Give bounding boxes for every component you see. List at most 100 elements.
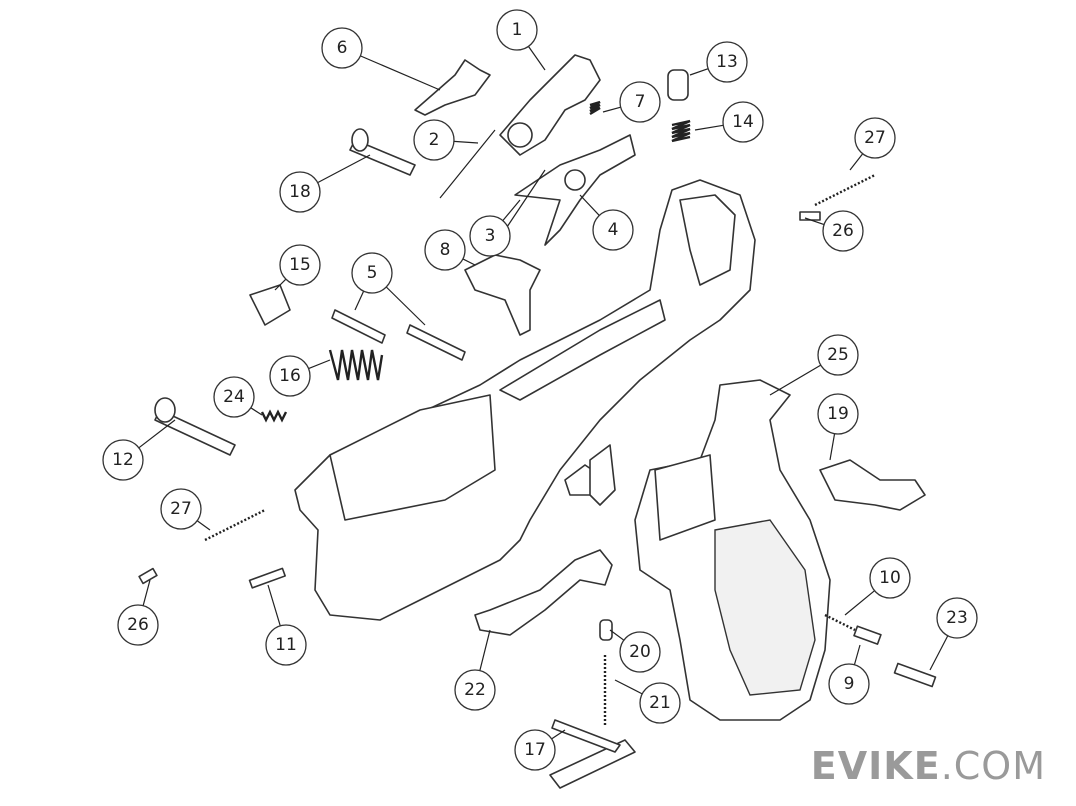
callout-number: 27 [864, 128, 886, 148]
callout-7: 7 [602, 81, 661, 123]
leader-line [804, 217, 825, 226]
trigger-pin-b [406, 324, 466, 361]
leader-line [479, 629, 491, 671]
callout-number: 26 [832, 221, 854, 241]
callout-number: 2 [429, 130, 440, 150]
leader-line [308, 359, 331, 370]
detent-26-top [799, 211, 821, 221]
leader-line [609, 629, 625, 641]
callout-27: 27 [160, 488, 211, 531]
callout-number: 13 [716, 52, 738, 72]
leader-line [453, 140, 479, 144]
grip-top-opening [654, 454, 716, 541]
callout-number: 22 [464, 680, 486, 700]
callout-bubble [454, 669, 496, 711]
callout-number: 25 [827, 345, 849, 365]
leader-line [360, 55, 441, 91]
callout-bubble [828, 663, 870, 705]
callout-number: 9 [844, 674, 855, 694]
callout-number: 26 [127, 615, 149, 635]
callout-15: 15 [274, 244, 321, 291]
leader-line [462, 258, 476, 266]
spring-7 [589, 100, 601, 116]
callout-number: 10 [879, 568, 901, 588]
callout-27: 27 [849, 117, 896, 171]
callout-1: 1 [496, 9, 546, 71]
callout-bubble [496, 9, 538, 51]
buffer-tower [679, 194, 736, 286]
callout-number: 6 [337, 38, 348, 58]
plunger-9 [853, 625, 882, 645]
callout-number: 12 [112, 450, 134, 470]
callout-26: 26 [804, 210, 864, 252]
callout-bubble [854, 117, 896, 159]
callout-bubble [619, 81, 661, 123]
callout-number: 5 [367, 263, 378, 283]
callout-bubble [424, 229, 466, 271]
mag-catch-17-pin [551, 719, 621, 753]
callout-20: 20 [609, 629, 661, 673]
callout-9: 9 [828, 644, 870, 705]
leader-line [385, 286, 426, 326]
callout-number: 8 [440, 240, 451, 260]
leader-line [689, 68, 709, 76]
detent-13 [667, 69, 689, 101]
callout-bubble [321, 27, 363, 69]
callout-bubble [117, 604, 159, 646]
callout-bubble [102, 439, 144, 481]
pin-head [154, 397, 176, 423]
leader-line [502, 199, 521, 222]
callout-number: 14 [732, 112, 754, 132]
leader-line [274, 278, 287, 291]
callout-bubble [279, 171, 321, 213]
callout-bubble [279, 244, 321, 286]
callout-17: 17 [514, 729, 566, 771]
leader-line [551, 729, 566, 740]
leader-line [267, 584, 281, 627]
leader-line [317, 154, 371, 184]
callout-bubble [817, 393, 859, 435]
callout-18: 18 [279, 154, 371, 213]
parts-drawing [138, 54, 937, 789]
disconnector [414, 59, 491, 116]
callout-bubble [639, 682, 681, 724]
callout-bubble [413, 119, 455, 161]
callout-number: 24 [223, 387, 245, 407]
callout-number: 17 [524, 740, 546, 760]
callout-number: 3 [485, 226, 496, 246]
leader-line [849, 153, 864, 171]
callout-number: 21 [649, 693, 671, 713]
callout-10: 10 [844, 557, 911, 616]
leader-line [844, 590, 875, 616]
callout-23: 23 [929, 597, 978, 671]
callout-5: 5 [351, 252, 426, 326]
lower-receiver [294, 179, 756, 621]
leader-line [829, 433, 836, 461]
callout-6: 6 [321, 27, 441, 91]
hammer-spring-legs [439, 129, 546, 231]
leader-line [614, 679, 643, 695]
callout-bubble [869, 557, 911, 599]
callout-bubble [469, 215, 511, 257]
callout-number: 7 [635, 92, 646, 112]
callout-21: 21 [614, 679, 681, 724]
spring-27-top [814, 173, 876, 207]
callout-number: 23 [946, 608, 968, 628]
callout-2: 2 [413, 119, 479, 161]
callout-bubble [265, 624, 307, 666]
callout-12: 12 [102, 419, 176, 481]
leader-line [929, 635, 949, 671]
trigger-well [499, 299, 666, 401]
callout-number: 11 [275, 635, 297, 655]
callout-26: 26 [117, 579, 159, 646]
callout-number: 16 [279, 366, 301, 386]
spring-27-left [204, 508, 266, 542]
callout-bubble [269, 355, 311, 397]
magwell [329, 394, 496, 521]
leader-line [354, 290, 365, 311]
spring-10 [824, 613, 856, 632]
pin-23 [893, 662, 937, 688]
leader-line [527, 46, 546, 71]
